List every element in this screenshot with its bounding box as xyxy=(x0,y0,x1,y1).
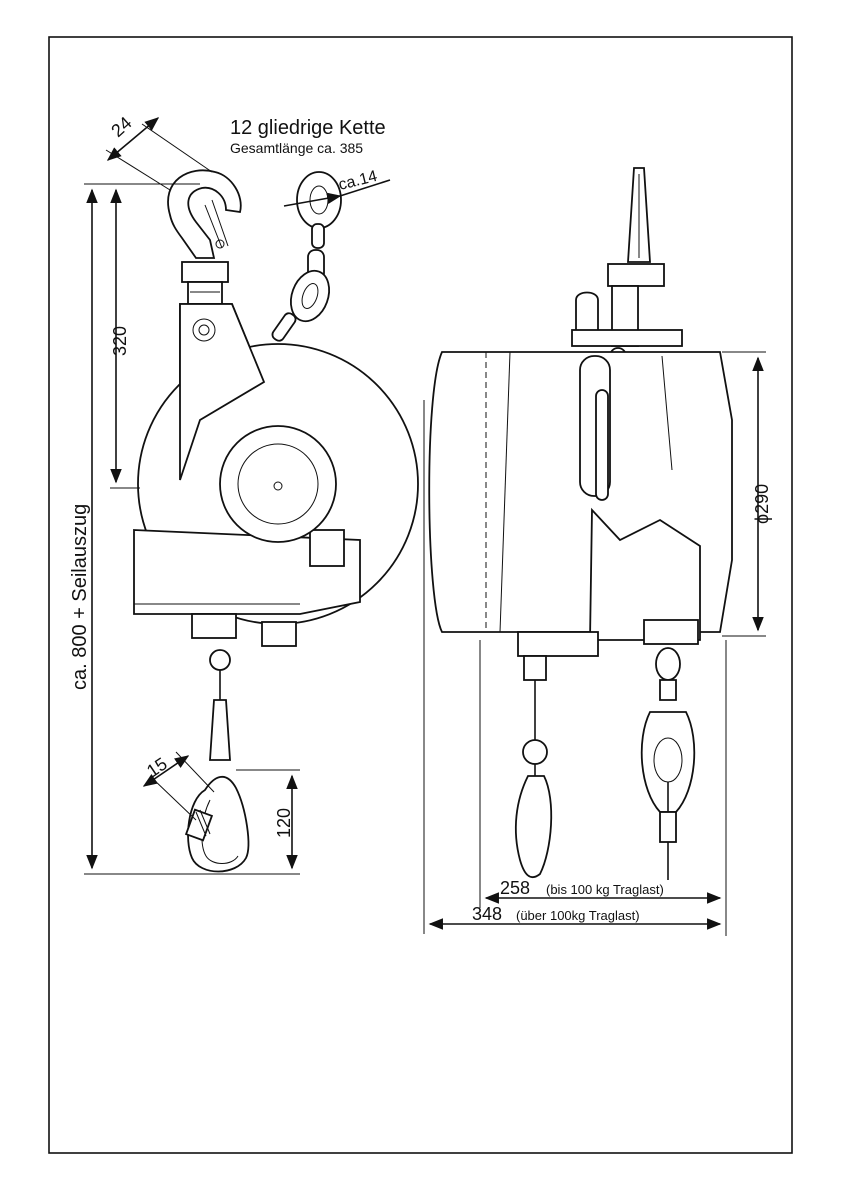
dim-hook-width: 24 xyxy=(107,113,135,141)
side-view xyxy=(134,170,418,871)
dim-width-light-note: (bis 100 kg Traglast) xyxy=(546,882,664,897)
dim-width-light: 258 xyxy=(500,878,530,898)
dim-carabiner-width: 15 xyxy=(143,754,171,782)
dim-total-length: ca. 800 + Seilauszug xyxy=(69,504,91,690)
dim-hook-to-axis: 320 xyxy=(110,326,130,356)
dim-width-heavy: 348 xyxy=(472,904,502,924)
chain-length: Gesamtlänge ca. 385 xyxy=(230,140,363,156)
dim-carabiner-height: 120 xyxy=(274,808,294,838)
dim-diameter: ϕ290 xyxy=(752,484,772,524)
dim-width-heavy-note: (über 100kg Traglast) xyxy=(516,908,640,923)
top-hook xyxy=(168,170,241,258)
front-view xyxy=(429,168,732,880)
chain-title: 12 gliedrige Kette xyxy=(230,117,386,139)
